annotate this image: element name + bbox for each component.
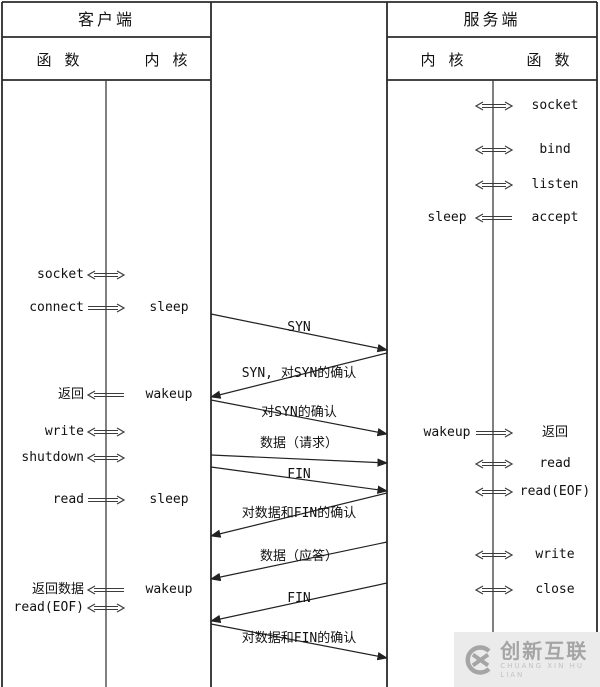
server-func-accept: accept bbox=[531, 210, 579, 225]
server-kernel-sleep: sleep bbox=[427, 210, 467, 225]
client-func-write: write bbox=[44, 424, 84, 439]
server-func-listen: listen bbox=[531, 177, 579, 192]
segment-label-fin-1: FIN bbox=[287, 467, 311, 482]
client-kernel-sleep-2: sleep bbox=[149, 492, 189, 507]
watermark-subtitle-text: CHUANG XIN HU LIAN bbox=[500, 661, 584, 679]
client-kernel-wakeup-1: wakeup bbox=[145, 387, 193, 402]
segment-label-ack-data-fin-2: 对数据和FIN的确认 bbox=[241, 631, 357, 646]
server-func-column-header: 函 数 bbox=[526, 51, 572, 69]
server-syscall-arrows bbox=[476, 102, 512, 594]
server-func-socket: socket bbox=[531, 98, 579, 113]
client-func-connect: connect bbox=[29, 300, 84, 315]
segment-label-ack-data-fin-1: 对数据和FIN的确认 bbox=[241, 506, 357, 521]
client-panel-title: 客户端 bbox=[77, 10, 135, 29]
segment-label-data-request: 数据（请求） bbox=[259, 436, 338, 451]
server-func-close: close bbox=[535, 582, 575, 597]
server-func-return: 返回 bbox=[541, 425, 568, 440]
client-func-read: read bbox=[52, 492, 84, 507]
segment-label-fin-2: FIN bbox=[287, 591, 311, 606]
segment-label-syn-ack: SYN, 对SYN的确认 bbox=[241, 366, 357, 381]
watermark-brand-text: 创新互联 bbox=[500, 638, 589, 663]
server-func-bind: bind bbox=[539, 142, 571, 157]
client-kernel-column-header: 内 核 bbox=[144, 51, 190, 69]
server-func-write: write bbox=[535, 547, 575, 562]
client-func-column-header: 函 数 bbox=[36, 51, 82, 69]
server-func-read-eof: read(EOF) bbox=[519, 484, 591, 499]
client-func-shutdown: shutdown bbox=[21, 450, 84, 465]
client-func-return: 返回 bbox=[57, 387, 84, 402]
client-kernel-sleep-1: sleep bbox=[149, 300, 189, 315]
client-func-read-eof: read(EOF) bbox=[13, 600, 84, 615]
client-kernel-wakeup-2: wakeup bbox=[145, 582, 193, 597]
server-func-read: read bbox=[539, 456, 571, 471]
client-func-socket: socket bbox=[37, 267, 84, 282]
watermark-badge: 创新互联 CHUANG XIN HU LIAN bbox=[454, 632, 600, 687]
server-kernel-column-header: 内 核 bbox=[420, 51, 466, 69]
server-kernel-wakeup: wakeup bbox=[423, 425, 471, 440]
segment-arrows bbox=[209, 313, 389, 661]
segment-label-ack-of-syn: 对SYN的确认 bbox=[261, 405, 337, 420]
server-panel-title: 服务端 bbox=[463, 10, 521, 29]
client-func-return-data: 返回数据 bbox=[31, 582, 84, 597]
segment-label-syn: SYN bbox=[287, 320, 311, 335]
watermark-logo-icon bbox=[465, 644, 491, 675]
segment-label-data-reply: 数据（应答） bbox=[259, 549, 338, 564]
